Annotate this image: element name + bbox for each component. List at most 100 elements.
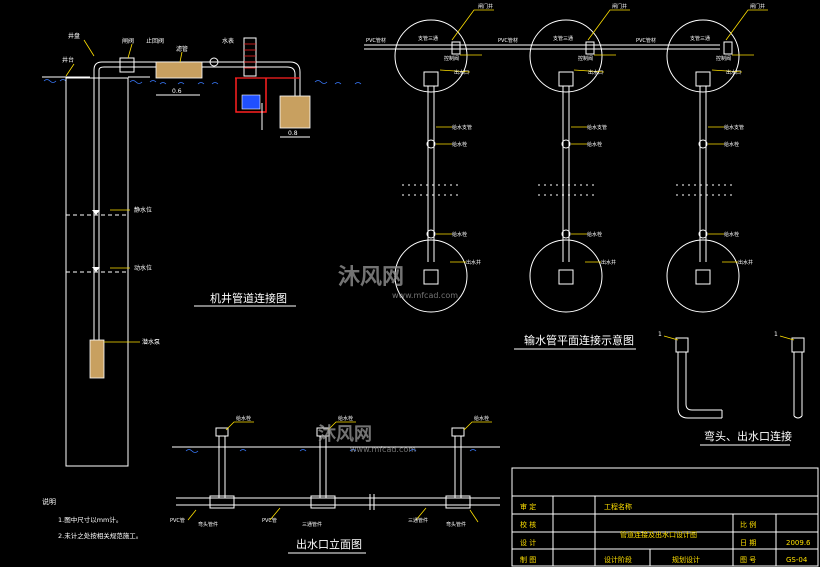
plan-view: PVC管材 支管三通 闸门井 控制阀 出水口 给水支管 给水栓 给水栓 出水井 … [364,3,768,350]
watermark-logo-1: 沐风网 [338,265,404,290]
elbow-detail: 1 1 弯头、出水口连接 [658,331,805,446]
label-static-level: 静水位 [134,206,152,214]
title-elbow-detail: 弯头、出水口连接 [704,429,792,443]
label-pvc-1: PVC管材 [366,37,386,44]
label-gate-valve: 闸阀 [122,37,134,45]
watermark-url-2: www.mfcad.com [350,445,416,454]
label-outlet-3: 出水口 [726,69,741,76]
ladder [243,37,257,77]
label-terminal-3: 出水井 [738,259,753,266]
tb-drawing-no: GS-04 [786,556,808,564]
submersible-pump [89,339,105,379]
label-terminal-2: 出水井 [601,259,616,266]
tb-reviewed: 审 定 [520,502,536,511]
tb-date: 2009.6 [786,539,811,547]
branch-2 [529,19,603,313]
valve-box-blue [241,94,261,110]
label-gate-well-1: 闸门井 [478,3,493,10]
label-hydrant-3b: 给水栓 [724,231,739,238]
title-block: 审 定 校 核 设 计 制 图 工程名称 管道连接及出水口设计图 设计阶段 规划… [511,467,819,567]
label-platform: 井台 [62,56,74,64]
notes-heading: 说明 [42,497,56,506]
discharge-pipe [93,61,301,100]
filter-block [155,61,203,79]
label-control-valve-3: 控制阀 [716,55,731,62]
label-branch-pipe-1: 给水支管 [452,124,472,131]
outlet-elevation: 给水栓 给水栓 给水栓 PVC管 弯头管件 PVC管 三通管件 三通管件 弯头管… [170,415,500,554]
gate-well-circle [529,19,603,93]
label-hydrant-1b: 给水栓 [452,231,467,238]
label-hydrant-2b: 给水栓 [587,231,602,238]
watermark-logo-2: 沐风网 [318,423,372,445]
tb-checked: 校 核 [520,520,536,529]
label-branch-pipe-3: 给水支管 [724,124,744,131]
terminal-well-circle [666,239,740,313]
notes: 说明 1.图中尺寸以mm计。 2.未计之处按相关规范施工。 [42,497,142,540]
label-pump: 潜水泵 [142,338,160,346]
label-tee-e1: 三通管件 [302,521,322,528]
note-2: 2.未计之处按相关规范施工。 [58,531,142,540]
pressure-gauge-icon [209,57,219,67]
label-outlet-1: 出水口 [454,69,469,76]
dim-2: 0.8 [288,130,298,137]
tb-design-stage-label: 设计阶段 [604,555,632,564]
label-filter: 滤管 [176,45,188,53]
watermarks: 沐风网 www.mfcad.com 沐风网 www.mfcad.com [318,265,458,454]
label-pvc-3: PVC管材 [636,37,656,44]
label-control-valve-2: 控制阀 [578,55,593,62]
label-junction-2: 支管三通 [553,35,573,42]
label-pressure-gauge: 水表 [222,37,234,45]
tb-design-stage: 规划设计 [672,555,700,564]
label-dynamic-level: 动水位 [134,264,152,272]
terminal-well-circle [394,239,468,313]
marker-1a: 1 [658,331,662,338]
gate-well-box [279,95,311,129]
label-terminal-1: 出水井 [466,259,481,266]
branch-1 [394,19,468,313]
tb-drawing-title: 管道连接及出水口设计图 [620,530,697,539]
label-gate-well-2: 闸门井 [612,3,627,10]
label-junction-3: 支管三通 [690,35,710,42]
tb-date-label: 日 期 [740,539,756,547]
gate-valve-box [119,57,135,73]
label-gate-well-3: 闸门井 [750,3,765,10]
label-hydrant-3a: 给水栓 [724,141,739,148]
title-elevation: 出水口立面图 [296,537,362,551]
label-control-valve-1: 控制阀 [444,55,459,62]
label-elbow-e2: 弯头管件 [446,521,466,528]
tb-designed: 设 计 [520,538,536,547]
tb-project-name-label: 工程名称 [604,502,632,511]
branch-3 [666,19,740,313]
label-hydrant-e2: 给水栓 [338,415,353,422]
pump-pit [235,78,267,113]
title-well-section: 机井管道连接图 [210,291,287,305]
tb-scale-label: 比 例 [740,520,756,529]
label-pvc-e1: PVC管 [170,517,185,524]
marker-1b: 1 [774,331,778,338]
label-pvc-2: PVC管材 [498,37,518,44]
watermark-url-1: www.mfcad.com [392,291,458,300]
gate-well-circle [666,19,740,93]
label-hydrant-1a: 给水栓 [452,141,467,148]
label-outlet-2: 出水口 [588,69,603,76]
label-wellhead: 井盘 [68,32,80,40]
tb-drawing-no-label: 图 号 [740,556,756,564]
gate-well-circle [394,19,468,93]
well-section: 井盘 井台 闸阀 止回阀 滤管 水表 静水位 动水位 潜水泵 0.6 0.8 机… [42,32,362,467]
note-1: 1.图中尺寸以mm计。 [58,515,122,524]
terminal-well-circle [529,239,603,313]
label-hydrant-2a: 给水栓 [587,141,602,148]
label-pvc-e2: PVC管 [262,517,277,524]
label-elbow-e1: 弯头管件 [198,521,218,528]
label-junction-1: 支管三通 [418,35,438,42]
tb-drawn: 制 图 [520,555,536,564]
label-check-valve: 止回阀 [146,37,164,45]
water-hatch-top [43,79,362,85]
label-branch-pipe-2: 给水支管 [587,124,607,131]
label-hydrant-e1: 给水栓 [236,415,251,422]
label-tee-e2: 三通管件 [408,517,428,524]
title-plan-view: 输水管平面连接示意图 [524,333,634,347]
dim-1: 0.6 [172,88,182,95]
label-hydrant-e3: 给水栓 [474,415,489,422]
